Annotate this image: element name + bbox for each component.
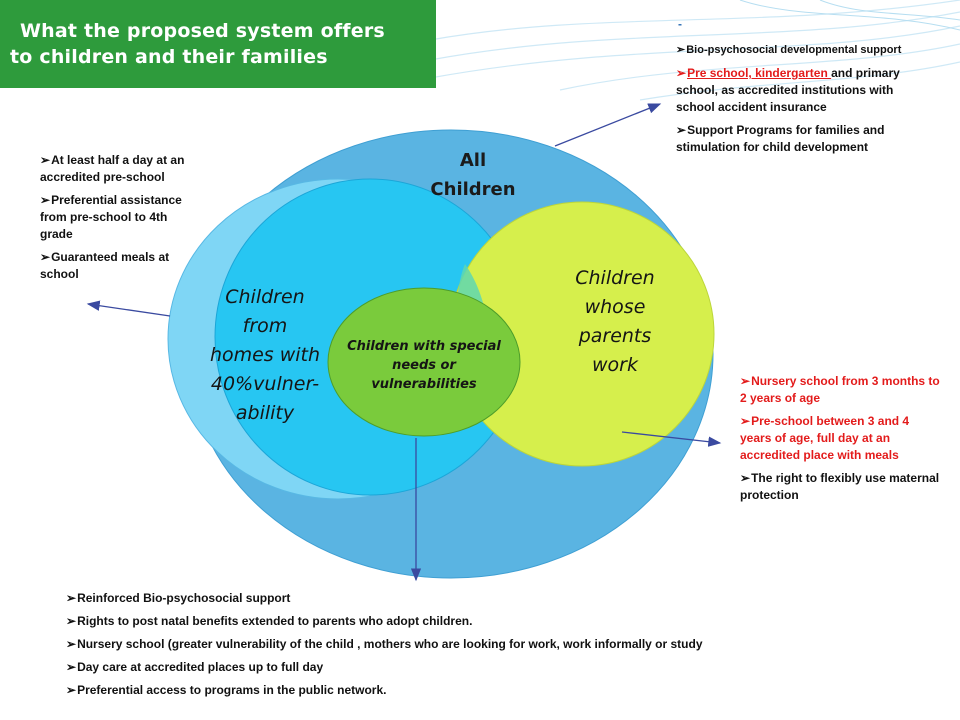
list-item-text: and primary school, as accredited instit…	[676, 66, 900, 114]
bullet-arrow-icon: ➢	[740, 414, 751, 428]
working-parents-label-line: parents	[578, 325, 652, 347]
all-children-benefits-list: - ➢Bio-psychosocial developmental suppor…	[676, 17, 926, 162]
list-item-text: Preferential assistance from pre-school …	[40, 193, 182, 241]
list-item-text: At least half a day at an accredited pre…	[40, 153, 185, 184]
list-item-text: Nursery school from 3 months to 2 years …	[740, 374, 940, 405]
vulnerability-label-line: Children	[225, 286, 305, 308]
working-parents-label: Children whose parents work	[552, 264, 678, 380]
working-parents-label-line: whose	[584, 296, 646, 318]
all-children-label-line: Children	[430, 179, 516, 200]
working-parents-label-line: Children	[575, 267, 655, 289]
list-item: ➢Nursery school (greater vulnerability o…	[66, 636, 786, 653]
dash-mark: -	[678, 17, 682, 31]
list-item: ➢Reinforced Bio-psychosocial support	[66, 590, 786, 607]
arrow-to-left	[86, 300, 171, 317]
list-item: ➢Pre school, kindergarten and primary sc…	[676, 65, 926, 116]
list-item-text: Rights to post natal benefits extended t…	[77, 614, 473, 628]
list-item-text: The right to flexibly use maternal prote…	[740, 471, 940, 502]
list-item: ➢Bio-psychosocial developmental support	[676, 42, 926, 59]
bullet-arrow-icon: ➢	[66, 614, 77, 628]
vulnerability-label-line: ability	[235, 402, 295, 424]
list-item: ➢Support Programs for families and stimu…	[676, 122, 926, 156]
bullet-arrow-icon: ➢	[676, 66, 687, 80]
bullet-arrow-icon: ➢	[40, 153, 51, 167]
slide-title: What the proposed system offers to child…	[0, 0, 436, 88]
special-needs-label: Children with special needs or vulnerabi…	[332, 337, 516, 394]
bullet-arrow-icon: ➢	[676, 123, 687, 137]
vulnerability-label: Children from homes with 40%vulner- abil…	[200, 283, 330, 428]
bullet-arrow-icon: ➢	[40, 193, 51, 207]
bullet-arrow-icon: ➢	[66, 591, 77, 605]
list-item: ➢At least half a day at an accredited pr…	[40, 152, 200, 186]
working-parents-benefits-list: ➢Nursery school from 3 months to 2 years…	[740, 373, 940, 510]
special-needs-benefits-list: ➢Reinforced Bio-psychosocial support ➢Ri…	[66, 590, 786, 705]
vulnerability-label-line: homes with	[209, 344, 321, 366]
list-item: ➢Preferential assistance from pre-school…	[40, 192, 200, 243]
list-item-text: Day care at accredited places up to full…	[77, 660, 324, 674]
list-item-text: Preferential access to programs in the p…	[77, 683, 387, 697]
list-item: ➢The right to flexibly use maternal prot…	[740, 470, 940, 504]
working-parents-label-line: work	[592, 354, 638, 376]
vulnerability-label-line: 40%vulner-	[210, 373, 320, 395]
list-item: ➢Preferential access to programs in the …	[66, 682, 786, 699]
bullet-arrow-icon: ➢	[740, 374, 751, 388]
list-item-text: Pre-school between 3 and 4 years of age,…	[740, 414, 910, 462]
list-item-text: Reinforced Bio-psychosocial support	[77, 591, 291, 605]
bullet-arrow-icon: ➢	[66, 683, 77, 697]
list-item-red-text: Pre school, kindergarten	[687, 66, 832, 80]
list-item: ➢Guaranteed meals at school	[40, 249, 200, 283]
list-item-text: Support Programs for families and stimul…	[676, 123, 885, 154]
bullet-arrow-icon: ➢	[740, 471, 751, 485]
bullet-arrow-icon: ➢	[66, 660, 77, 674]
bullet-arrow-icon: ➢	[676, 44, 686, 56]
all-children-label-line: All	[459, 150, 487, 171]
bullet-arrow-icon: ➢	[66, 637, 77, 651]
left-benefits-list: ➢At least half a day at an accredited pr…	[40, 152, 200, 289]
title-line-2: to children and their families	[10, 46, 328, 68]
list-item: ➢Day care at accredited places up to ful…	[66, 659, 786, 676]
vulnerability-label-line: from	[242, 315, 288, 337]
arrow-to-top-right	[554, 103, 662, 147]
special-needs-label-line: Children with special	[347, 339, 501, 354]
arrow-to-right	[621, 431, 722, 447]
bullet-arrow-icon: ➢	[40, 250, 51, 264]
all-children-label: All Children	[418, 146, 528, 204]
list-item-text: Bio-psychosocial developmental support	[686, 44, 902, 56]
special-needs-circle	[327, 287, 521, 437]
special-needs-label-line: vulnerabilities	[371, 377, 477, 392]
special-needs-label-line: needs or	[392, 358, 456, 373]
list-item: ➢Pre-school between 3 and 4 years of age…	[740, 413, 940, 464]
list-item-text: Nursery school (greater vulnerability of…	[77, 637, 703, 651]
title-line-1: What the proposed system offers	[20, 20, 385, 42]
list-item: ➢Rights to post natal benefits extended …	[66, 613, 786, 630]
list-item-text: Guaranteed meals at school	[40, 250, 170, 281]
list-item: ➢Nursery school from 3 months to 2 years…	[740, 373, 940, 407]
